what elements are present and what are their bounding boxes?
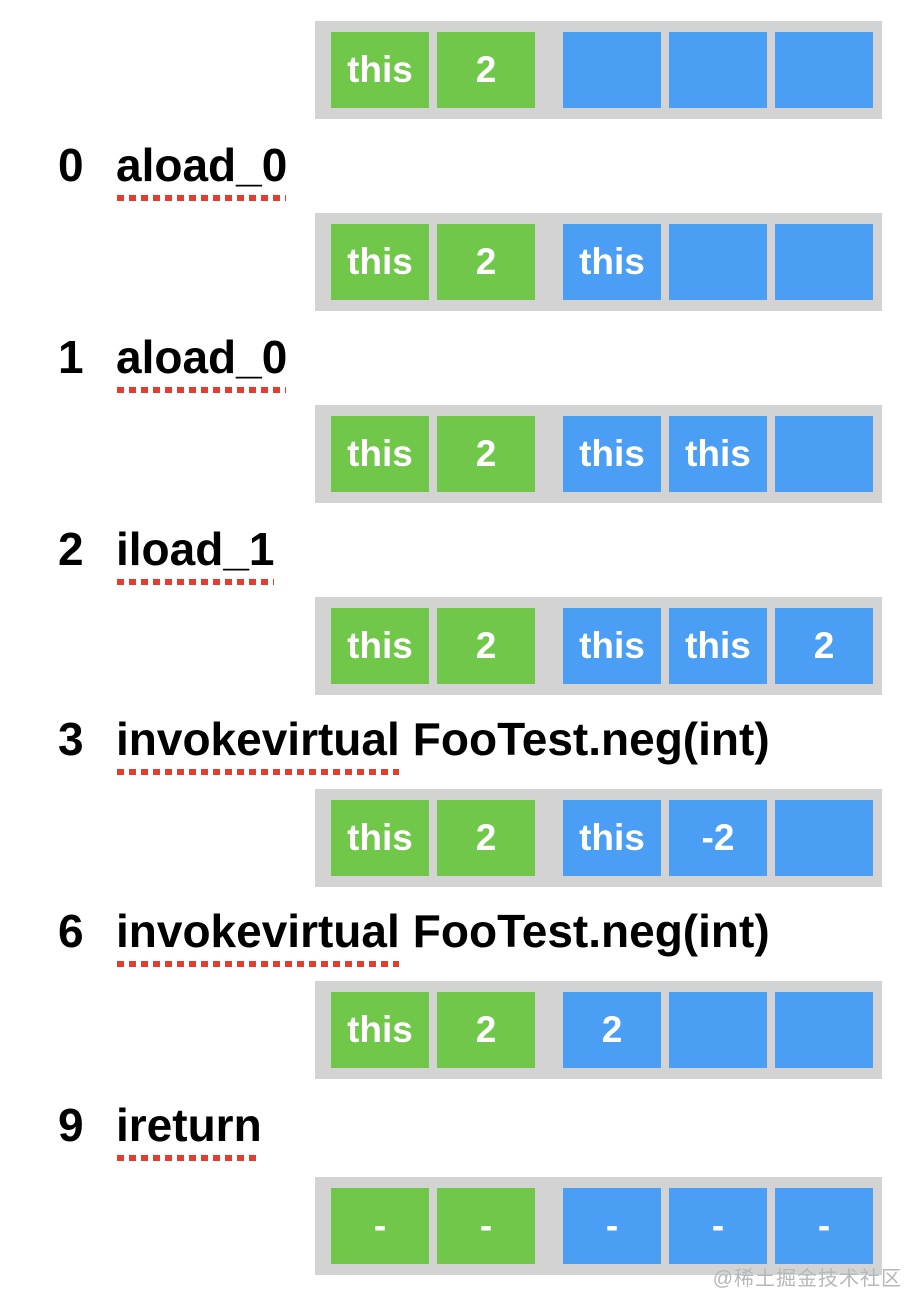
local-var-cell: this	[331, 416, 429, 492]
local-var-cell: this	[331, 800, 429, 876]
bytecode-offset: 1	[58, 331, 84, 383]
stack-cell: -	[775, 1188, 873, 1264]
bytecode-offset: 0	[58, 139, 84, 191]
stack-cell	[669, 224, 767, 300]
stack-cell: this	[563, 416, 661, 492]
frame-state-row: - - - - -	[315, 1177, 882, 1275]
bytecode-offset: 6	[58, 905, 84, 957]
bytecode-offset: 2	[58, 523, 84, 575]
stack-cell: -	[563, 1188, 661, 1264]
frame-state-row: this 2 this this	[315, 405, 882, 503]
stack-cell: -	[669, 1188, 767, 1264]
stack-cell	[775, 992, 873, 1068]
stack-cell	[669, 992, 767, 1068]
bytecode-instruction: 1 aload_0	[58, 330, 288, 393]
local-var-cell: this	[331, 608, 429, 684]
frame-state-row: this 2 this	[315, 213, 882, 311]
frame-state-row: this 2 this -2	[315, 789, 882, 887]
stack-cell	[775, 224, 873, 300]
stack-cell: this	[669, 608, 767, 684]
local-var-cell: this	[331, 32, 429, 108]
local-var-cell: -	[437, 1188, 535, 1264]
bytecode-operand: FooTest.neg(int)	[412, 905, 770, 957]
frame-state-row: this 2 2	[315, 981, 882, 1079]
local-var-cell: this	[331, 992, 429, 1068]
bytecode-instruction: 2 iload_1	[58, 522, 275, 585]
local-var-cell: 2	[437, 608, 535, 684]
stack-cell	[563, 32, 661, 108]
local-var-cell: 2	[437, 992, 535, 1068]
stack-cell: 2	[563, 992, 661, 1068]
local-var-cell: -	[331, 1188, 429, 1264]
bytecode-instruction: 9 ireturn	[58, 1098, 262, 1161]
bytecode-offset: 3	[58, 713, 84, 765]
local-var-cell: 2	[437, 32, 535, 108]
stack-cell: this	[563, 800, 661, 876]
stack-cell: this	[563, 608, 661, 684]
bytecode-offset: 9	[58, 1099, 84, 1151]
bytecode-mnemonic: aload_0	[116, 331, 288, 393]
stack-cell	[775, 416, 873, 492]
bytecode-mnemonic: ireturn	[116, 1099, 262, 1161]
stack-cell	[775, 32, 873, 108]
stack-cell: 2	[775, 608, 873, 684]
stack-cell	[669, 32, 767, 108]
stack-cell: this	[669, 416, 767, 492]
bytecode-mnemonic: iload_1	[116, 523, 275, 585]
local-var-cell: 2	[437, 416, 535, 492]
frame-state-row: this 2	[315, 21, 882, 119]
bytecode-mnemonic: invokevirtual	[116, 905, 400, 967]
frame-state-row: this 2 this this 2	[315, 597, 882, 695]
local-var-cell: this	[331, 224, 429, 300]
stack-cell: this	[563, 224, 661, 300]
stack-cell	[775, 800, 873, 876]
local-var-cell: 2	[437, 800, 535, 876]
bytecode-instruction: 0 aload_0	[58, 138, 288, 201]
bytecode-operand: FooTest.neg(int)	[412, 713, 770, 765]
stack-cell: -2	[669, 800, 767, 876]
local-var-cell: 2	[437, 224, 535, 300]
bytecode-mnemonic: aload_0	[116, 139, 288, 201]
watermark: @稀土掘金技术社区	[712, 1268, 902, 1290]
bytecode-mnemonic: invokevirtual	[116, 713, 400, 775]
